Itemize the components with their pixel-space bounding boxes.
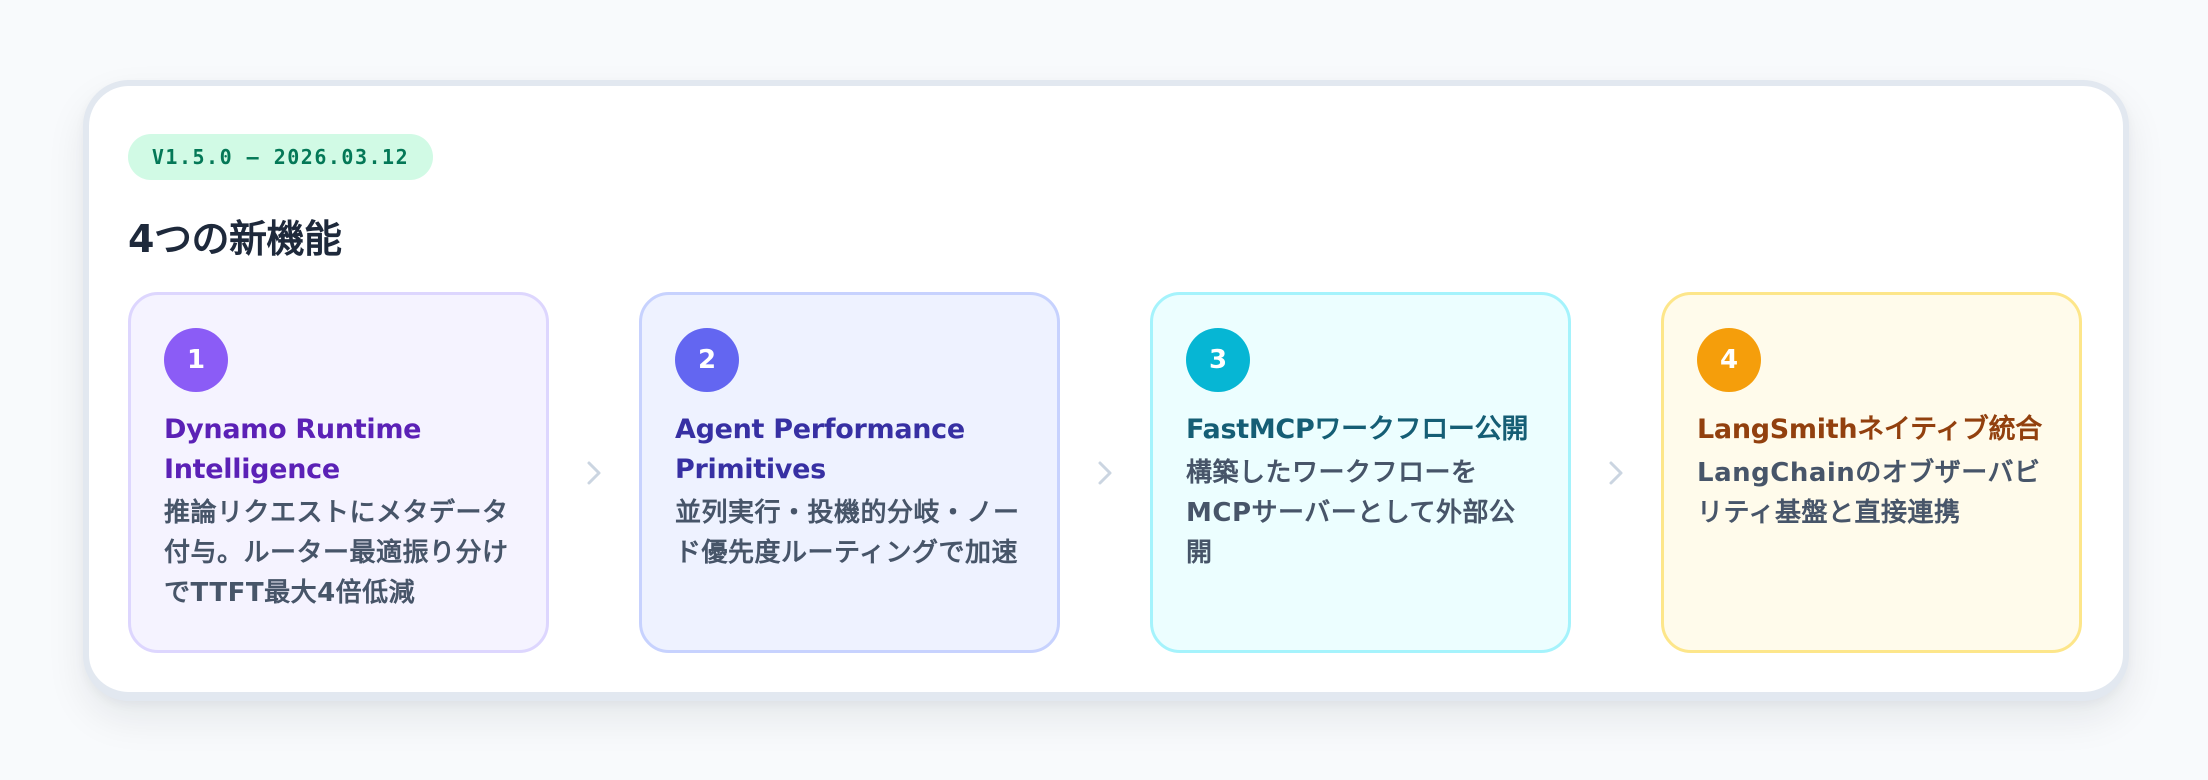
step-number: 2 [697,345,717,375]
step-number-badge: 1 [164,328,228,392]
feature-description: LangChainのオブザーバビリティ基盤と直接連携 [1697,458,2041,528]
feature-description: 並列実行・投機的分岐・ノード優先度ルーティングで加速 [675,498,1020,568]
step-number: 3 [1208,345,1228,375]
section-heading: 4つの新機能 [128,217,342,261]
feature-description: 構築したワークフローをMCPサーバーとして外部公開 [1186,458,1516,568]
version-badge: V1.5.0 — 2026.03.12 [128,134,433,180]
chevron-right-icon [1060,292,1150,653]
feature-title: FastMCPワークフロー公開 [1186,414,1529,445]
feature-title: Agent Performance Primitives [675,414,965,485]
step-number: 1 [186,345,206,375]
chevron-right-icon [549,292,639,653]
release-card: V1.5.0 — 2026.03.12 4つの新機能 1 Dynamo Runt… [83,80,2129,701]
feature-card-2: 2 Agent Performance Primitives 並列実行・投機的分… [639,292,1060,653]
feature-card-3: 3 FastMCPワークフロー公開 構築したワークフローをMCPサーバーとして外… [1150,292,1571,653]
chevron-right-icon [1571,292,1661,653]
feature-description: 推論リクエストにメタデータ付与。ルーター最適振り分けでTTFT最大4倍低減 [164,498,509,608]
step-number-badge: 2 [675,328,739,392]
version-badge-label: V1.5.0 — 2026.03.12 [151,145,410,169]
feature-title: LangSmithネイティブ統合 [1697,414,2042,445]
feature-card-1: 1 Dynamo Runtime Intelligence 推論リクエストにメタ… [128,292,549,653]
feature-card-4: 4 LangSmithネイティブ統合 LangChainのオブザーバビリティ基盤… [1661,292,2082,653]
step-number-badge: 4 [1697,328,1761,392]
feature-steps: 1 Dynamo Runtime Intelligence 推論リクエストにメタ… [128,292,2082,653]
feature-title: Dynamo Runtime Intelligence [164,414,422,485]
step-number: 4 [1719,345,1739,375]
step-number-badge: 3 [1186,328,1250,392]
